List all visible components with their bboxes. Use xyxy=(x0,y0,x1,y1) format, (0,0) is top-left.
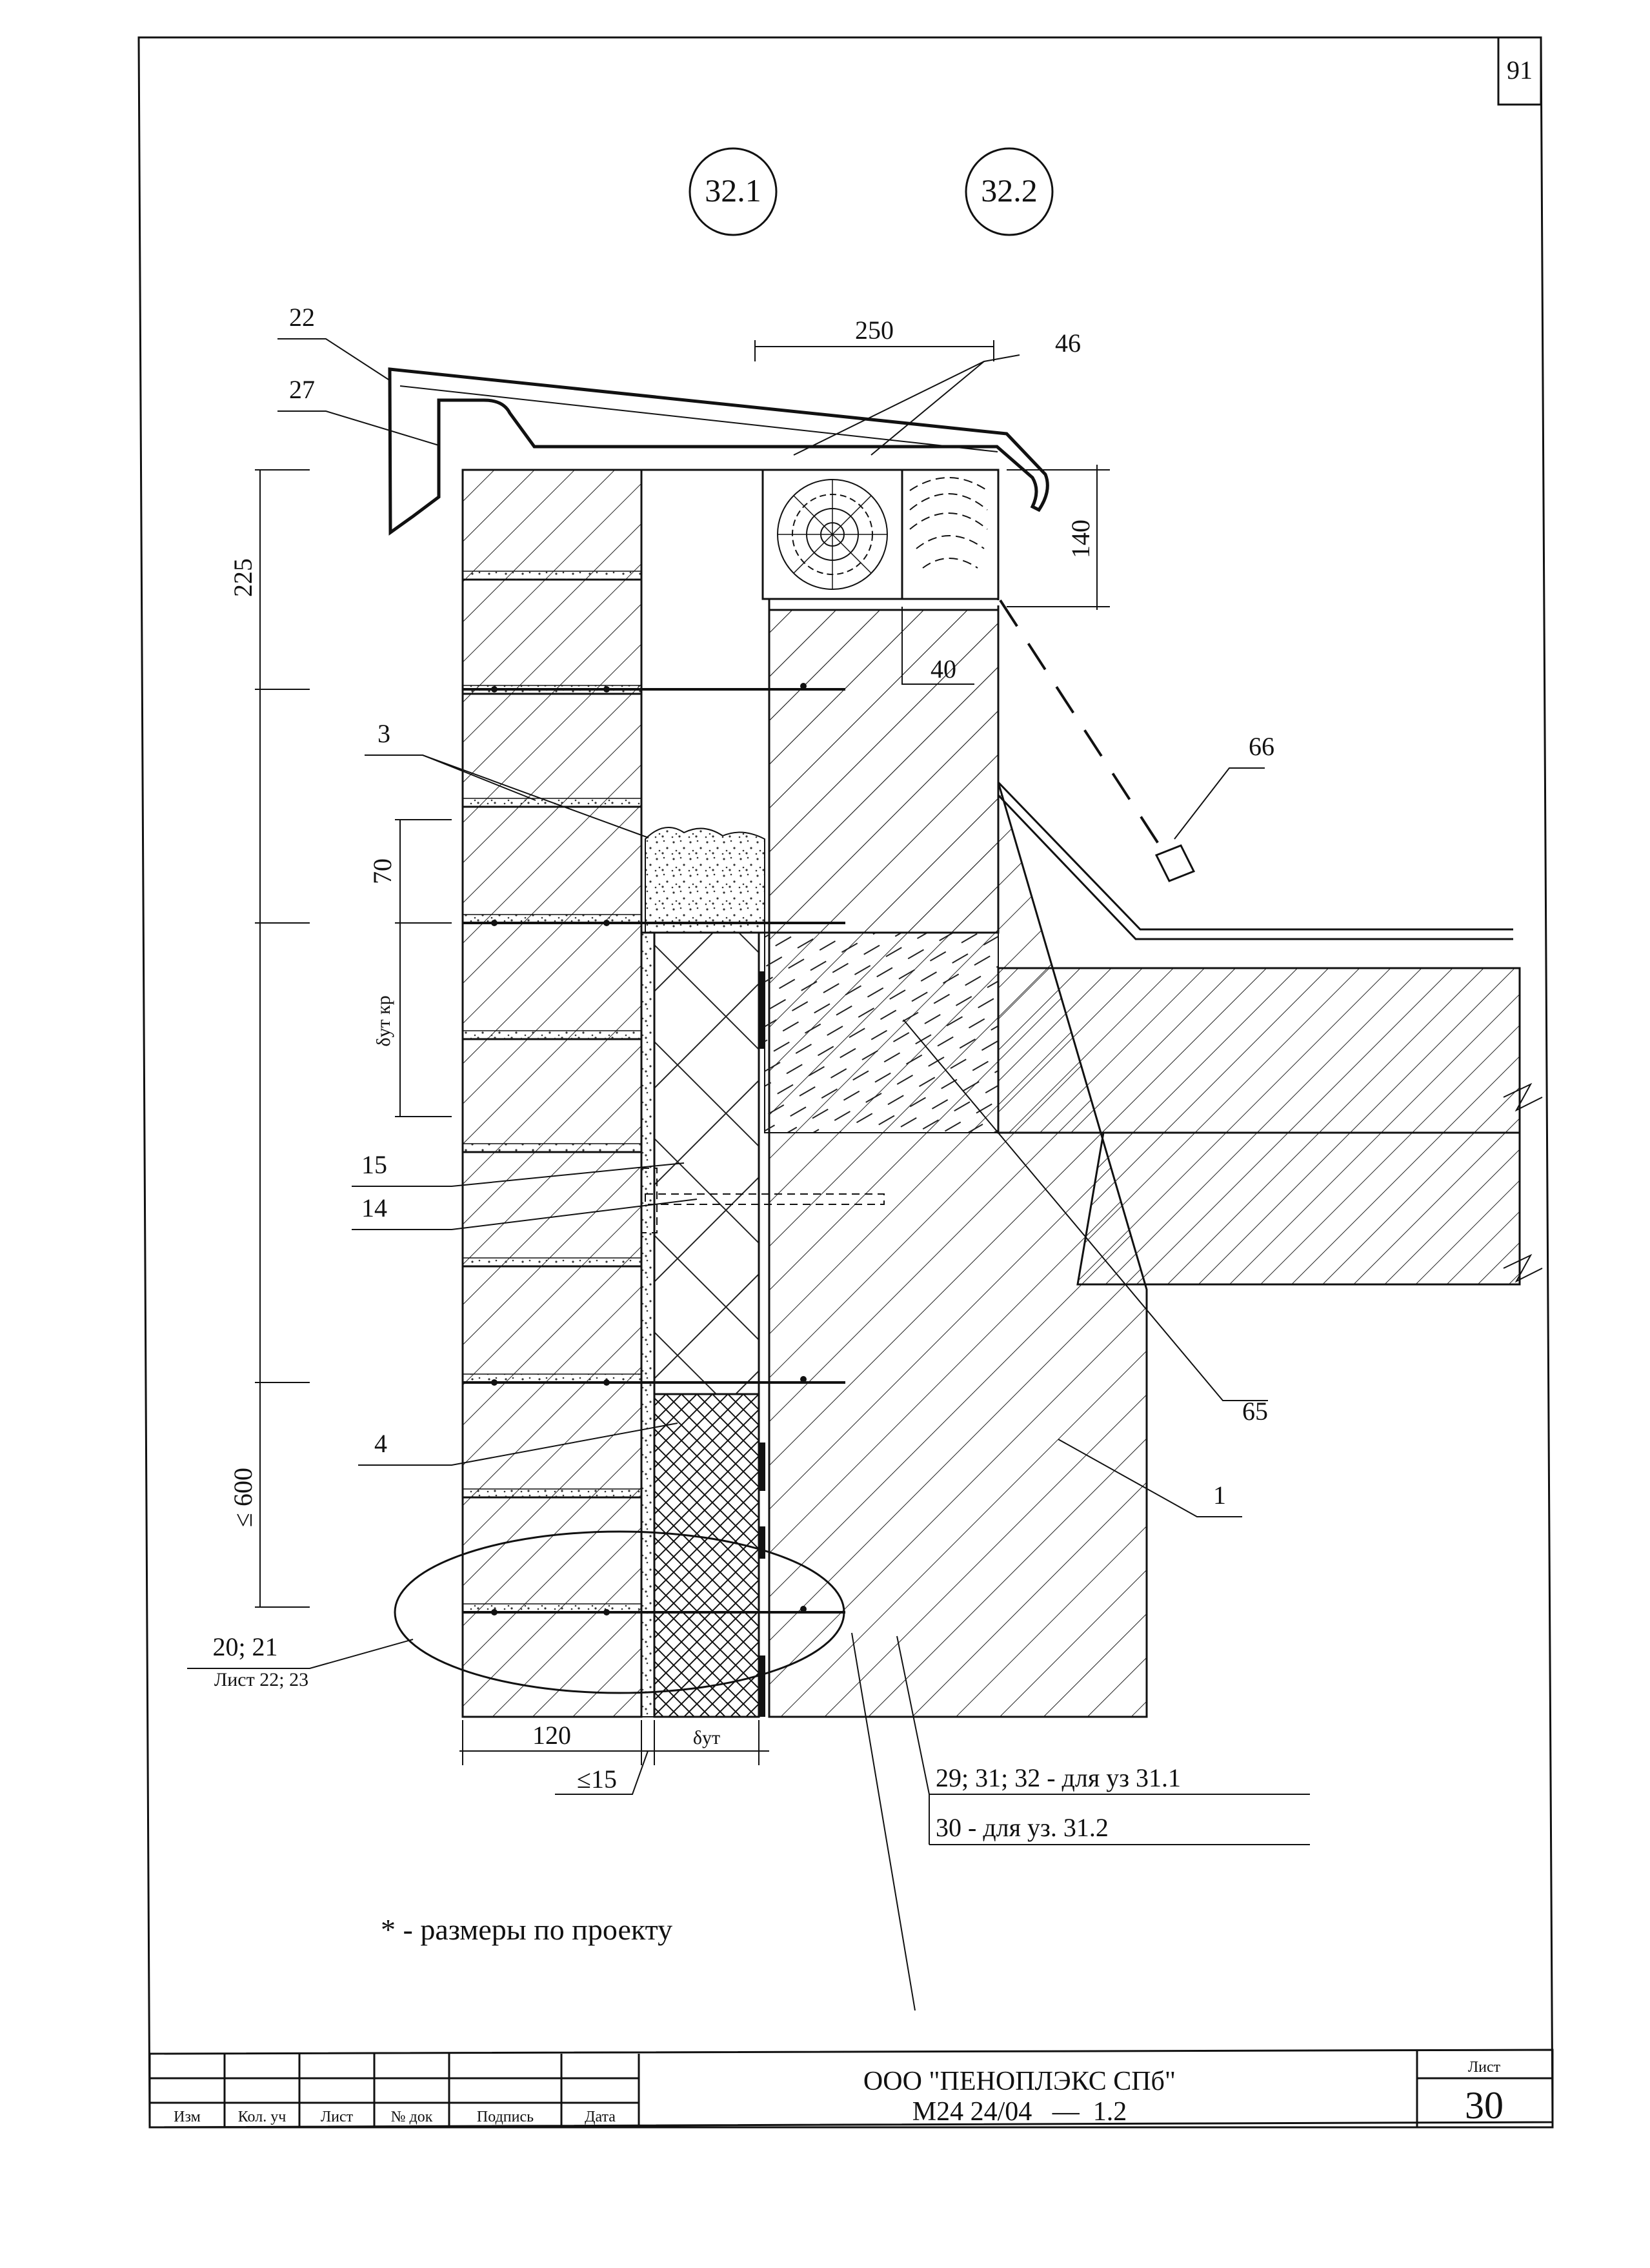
dimension-lines xyxy=(255,340,1110,1795)
dim-70: 70 xyxy=(368,858,397,884)
tb-sheet-number: 30 xyxy=(1465,2084,1504,2127)
brick-facing xyxy=(461,469,643,1718)
callout-1: 1 xyxy=(1213,1481,1226,1510)
tb-col-izm: Изм xyxy=(174,2109,201,2125)
tb-sheet-label: Лист xyxy=(1468,2059,1501,2076)
title-block xyxy=(148,2049,1554,2129)
insulation-dowel xyxy=(641,1168,885,1233)
mortar-fill xyxy=(645,827,765,933)
tb-company: ООО "ПЕНОПЛЭКС СПб" xyxy=(863,2067,1176,2096)
dim-225: 225 xyxy=(228,558,257,597)
tb-doc-code: М24 24/04 — 1.2 xyxy=(912,2097,1127,2127)
callout-3: 3 xyxy=(377,719,390,748)
callout-20-21: 20; 21 xyxy=(212,1632,277,1661)
tb-col-n-dok: № док xyxy=(391,2109,433,2125)
callout-22: 22 xyxy=(289,303,315,332)
insulation-board-lower xyxy=(653,1393,760,1718)
timber-bar-right xyxy=(901,469,1000,600)
upper-wall xyxy=(768,609,1000,934)
callout-29-31-32: 29; 31; 32 - для уз 31.1 xyxy=(936,1763,1181,1792)
tb-col-data: Дата xyxy=(585,2109,616,2125)
tb-col-podpis: Подпись xyxy=(477,2109,534,2125)
note-dimensions-by-project: * - размеры по проекту xyxy=(381,1913,672,1946)
callout-4: 4 xyxy=(374,1429,387,1458)
mortar-gap xyxy=(641,932,655,1717)
callout-27: 27 xyxy=(289,375,315,404)
tb-col-kol-uch: Кол. уч xyxy=(238,2109,287,2125)
callout-65: 65 xyxy=(1242,1397,1268,1426)
callout-leaders xyxy=(187,338,1310,2011)
tb-col-list: Лист xyxy=(321,2109,354,2125)
callout-14: 14 xyxy=(361,1193,387,1222)
callout-66: 66 xyxy=(1249,732,1274,761)
roof-membrane xyxy=(997,781,1513,940)
dim-250: 250 xyxy=(855,316,894,345)
dim-40: 40 xyxy=(931,654,956,683)
callout-20-21-sheet: Лист 22; 23 xyxy=(214,1669,308,1690)
svg-text:32.1: 32.1 xyxy=(705,172,761,208)
callout-30: 30 - для уз. 31.2 xyxy=(936,1813,1109,1842)
insulation-board-upper xyxy=(653,931,760,1395)
dim-le-600: ≤ 600 xyxy=(228,1468,257,1527)
dim-140: 140 xyxy=(1066,520,1095,558)
coping-flashing xyxy=(388,367,1049,536)
slab-insulation-zone xyxy=(764,932,999,1133)
callout-46: 46 xyxy=(1055,329,1081,358)
detail-circle-20-21 xyxy=(394,1530,845,1694)
svg-text:32.2: 32.2 xyxy=(981,172,1038,208)
dim-delta-ut: δут xyxy=(693,1727,720,1748)
dim-le-15: ≤15 xyxy=(577,1765,617,1794)
wall-ties xyxy=(463,688,845,1614)
vapour-barrier xyxy=(759,971,765,1717)
dim-120: 120 xyxy=(532,1721,571,1750)
dim-delta-ut-kr: δут кр xyxy=(373,995,394,1046)
corner-page-number: 91 xyxy=(1507,56,1533,85)
detail-marker-32-2: 32.2 xyxy=(965,147,1054,236)
detail-marker-32-1: 32.1 xyxy=(689,147,778,236)
callout-15: 15 xyxy=(361,1150,387,1179)
timber-bar-left xyxy=(761,469,903,600)
roof-edge-dashed xyxy=(999,599,1196,882)
